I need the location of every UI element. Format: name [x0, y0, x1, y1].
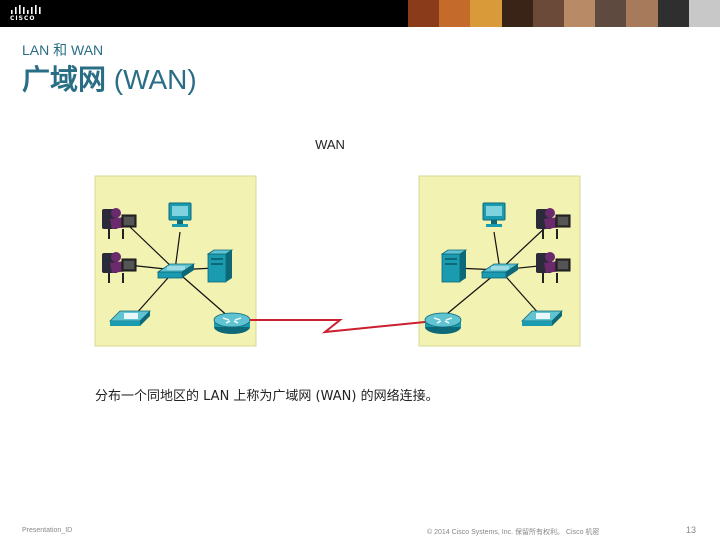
header-photo	[408, 0, 440, 27]
server-icon	[441, 249, 467, 283]
router-icon	[424, 312, 462, 335]
title-english: (WAN)	[113, 64, 197, 95]
wan-label: WAN	[315, 137, 345, 152]
page-number: 13	[686, 525, 697, 535]
server-icon	[207, 249, 233, 283]
header-photo	[595, 0, 627, 27]
cisco-logo-icon	[11, 5, 41, 14]
footer-presentation-id: Presentation_ID	[22, 527, 73, 534]
header-photo	[532, 0, 565, 27]
router-icon	[213, 312, 251, 335]
wan-link	[250, 319, 426, 334]
diagram-caption: 分布一个同地区的 LAN 上称为广域网 (WAN) 的网络连接。	[95, 389, 439, 404]
header-photo	[688, 0, 720, 27]
header-photo	[626, 0, 658, 27]
header-photo	[470, 0, 502, 27]
header-bar: CISCO	[0, 0, 720, 27]
header-photo	[439, 0, 471, 27]
photo-strip	[408, 0, 720, 27]
slide-title: 广域网 (WAN)	[22, 58, 197, 98]
title-chinese: 广域网	[22, 64, 107, 95]
header-photo	[564, 0, 596, 27]
brand-name: CISCO	[10, 15, 36, 22]
slide-subtitle: LAN 和 WAN	[22, 42, 104, 58]
footer-copyright: © 2014 Cisco Systems, Inc. 保留所有权利。 Cisco…	[427, 529, 600, 536]
header-photo	[501, 0, 533, 27]
header-photo	[657, 0, 689, 27]
